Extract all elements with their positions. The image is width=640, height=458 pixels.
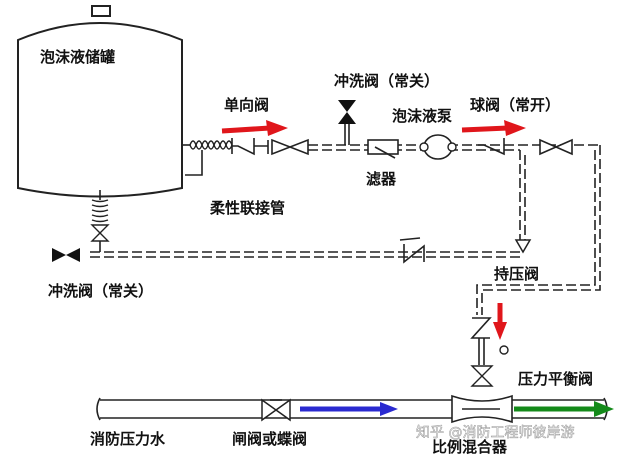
flow-arrow-red-3-head	[493, 322, 507, 340]
watermark: 知乎 @消防工程师彼岸游	[416, 424, 574, 441]
flex-pipe-bottom	[90, 190, 110, 252]
proportioner-label: 比例混合器	[432, 438, 508, 456]
check-valve-pump	[478, 138, 505, 156]
flow-arrow-red-2-head	[504, 120, 526, 136]
vertical-pipe	[478, 338, 485, 365]
pressure-hold-valve	[514, 239, 532, 254]
flush-valve-top-label: 冲洗阀（常关）	[334, 72, 439, 90]
tank-label: 泡沫液储罐	[40, 48, 115, 66]
pressure-hold-label: 持压阀	[494, 265, 539, 283]
foam-tank	[17, 5, 183, 198]
flow-arrow-red-head	[266, 120, 288, 136]
flush-valve-left-label: 冲洗阀（常关）	[48, 282, 153, 300]
pressure-gauge	[499, 345, 509, 355]
gate-valve-label: 闸阀或蝶阀	[232, 430, 307, 448]
flow-arrow-red-2	[461, 125, 509, 133]
fire-water-label: 消防压力水	[90, 430, 166, 448]
check-valve-top	[231, 138, 269, 156]
foam-pump-label: 泡沫液泵	[392, 107, 452, 125]
pressure-balance-valve	[470, 365, 494, 387]
flush-valve-left	[52, 248, 80, 262]
return-direction	[399, 237, 421, 241]
flex-pipe-label: 柔性联接管	[210, 199, 285, 217]
flow-arrow-green-head	[594, 401, 614, 417]
flush-valve-top	[338, 100, 356, 145]
ball-valve	[539, 138, 573, 156]
gate-valve	[261, 398, 291, 422]
flow-arrow-blue-head	[380, 402, 398, 416]
pressure-balance-label: 压力平衡阀	[518, 370, 593, 388]
flex-pipe-top	[182, 140, 233, 176]
ball-valve-label: 球阀（常开）	[470, 96, 560, 114]
filter	[367, 139, 399, 159]
foam-pump	[419, 134, 457, 160]
check-valve-label: 单向阀	[224, 96, 269, 114]
check-valve-vertical	[470, 317, 492, 339]
valve-top	[271, 138, 309, 156]
return-pipe	[90, 251, 520, 258]
flow-arrow-red	[221, 125, 271, 134]
bypass-pipe	[519, 150, 526, 240]
check-valve-return	[403, 244, 425, 264]
filter-label: 滤器	[366, 170, 397, 188]
main-foam-pipe	[476, 145, 601, 315]
